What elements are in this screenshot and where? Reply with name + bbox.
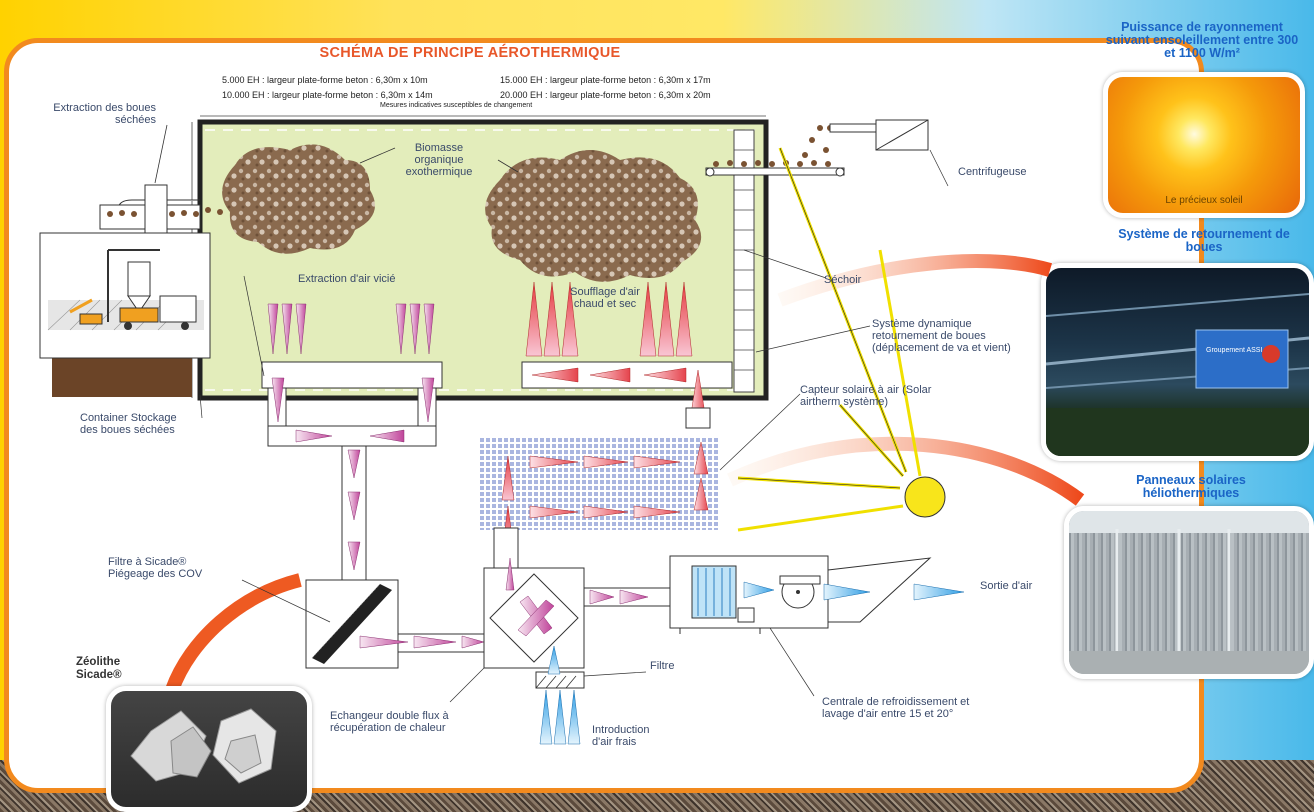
label-systeme-dynamique: Système dynamique retournement de boues … <box>872 318 1011 354</box>
solar-panels-photo <box>1064 506 1314 679</box>
turning-machine-photo: Groupement ASSI <box>1041 263 1314 461</box>
label-extraction-boues: Extraction des boues séchées <box>53 102 156 126</box>
turning-machine-drawing: Groupement ASSI <box>1046 293 1309 456</box>
platform-size-10000: 10.000 EH : largeur plate-forme beton : … <box>222 90 433 100</box>
solar-panels-drawing <box>1069 511 1309 674</box>
sun-photo: Le précieux soleil <box>1103 72 1305 218</box>
zeolite-photo <box>106 686 312 812</box>
page-title: SCHÉMA DE PRINCIPE AÉROTHERMIQUE <box>319 45 621 61</box>
label-extraction-air: Extraction d'air vicié <box>298 273 396 285</box>
label-soufflage: Soufflage d'air chaud et sec <box>570 286 640 310</box>
label-centrale: Centrale de refroidissement et lavage d'… <box>822 696 970 720</box>
measures-note: Mesures indicatives susceptibles de chan… <box>380 102 533 109</box>
platform-size-20000: 20.000 EH : largeur plate-forme beton : … <box>500 90 711 100</box>
platform-size-15000: 15.000 EH : largeur plate-forme beton : … <box>500 75 711 85</box>
panneaux-title: Panneaux solaires héliothermiques <box>1136 473 1246 500</box>
retournement-title: Système de retournement de boues <box>1118 227 1290 254</box>
puissance-title: Puissance de rayonnement suivant ensolei… <box>1105 20 1299 60</box>
label-echangeur: Echangeur double flux à récupération de … <box>330 710 449 734</box>
label-container: Container Stockage des boues séchées <box>80 412 177 436</box>
sun-caption: Le précieux soleil <box>1165 195 1243 206</box>
label-filtre: Filtre <box>650 660 675 672</box>
label-zeolithe: Zéolithe Sicade® <box>76 656 122 681</box>
label-sortie-air: Sortie d'air <box>980 580 1033 592</box>
machine-label: Groupement ASSI <box>1206 347 1262 354</box>
label-biomasse: Biomasse organique exothermique <box>405 142 473 178</box>
label-introduction-air: Introduction d'air frais <box>592 724 650 748</box>
label-sechoir: Séchoir <box>824 274 862 286</box>
label-centrifugeuse: Centrifugeuse <box>958 166 1027 178</box>
zeolite-drawing <box>130 708 277 784</box>
label-filtre-sicade: Filtre à Sicade® Piégeage des COV <box>108 556 203 580</box>
label-capteur-solaire: Capteur solaire à air (Solar airtherm sy… <box>800 384 932 408</box>
platform-size-5000: 5.000 EH : largeur plate-forme beton : 6… <box>222 75 428 85</box>
